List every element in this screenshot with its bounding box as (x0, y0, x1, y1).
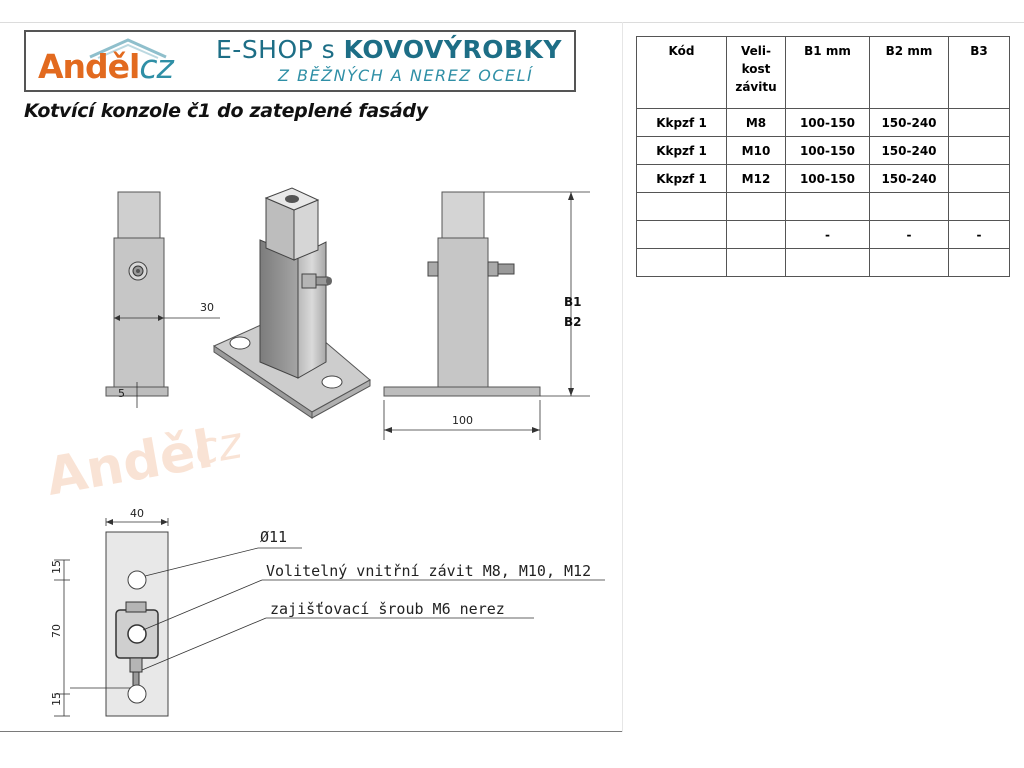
table-row: Kkpzf 1 M8 100-150 150-240 (636, 108, 1010, 137)
cell-kod: Kkpzf 1 (636, 136, 727, 165)
plate-width-label: 40 (130, 507, 144, 520)
cell-b2: - (869, 220, 949, 249)
cell-velikost (726, 220, 786, 249)
cell-b1 (785, 248, 870, 277)
cell-b3 (948, 248, 1010, 277)
cell-kod (636, 248, 727, 277)
banner-subtitle: Z BĚŽNÝCH A NEREZ OCELÍ (278, 66, 534, 85)
cell-b1: 100-150 (785, 108, 870, 137)
cell-b2 (869, 248, 949, 277)
house-roof-icon (89, 38, 167, 59)
side-view: 30 5 (105, 191, 220, 408)
isometric-view (212, 187, 371, 419)
header-b3: B3 (948, 36, 1010, 109)
header-kod: Kód (636, 36, 727, 109)
cell-b1: 100-150 (785, 164, 870, 193)
thread-note: Volitelný vnitřní závit M8, M10, M12 (266, 562, 591, 580)
right-rule (622, 22, 623, 732)
cell-kod (636, 220, 727, 249)
plan-view: 40 15 70 15 Ø11 Volitelný vnitřní závit … (50, 507, 605, 717)
header-velikost-line: kost (741, 62, 771, 76)
banner-title-bold: KOVOVÝROBKY (343, 35, 562, 64)
cell-kod: Kkpzf 1 (636, 108, 727, 137)
table-row (636, 192, 1010, 221)
logo-wordmark: Andělcz (38, 47, 174, 86)
header-velikost-line: závitu (735, 80, 777, 94)
cell-b2: 150-240 (869, 108, 949, 137)
spacing-mid-label: 70 (50, 624, 63, 638)
cell-b3 (948, 136, 1010, 165)
bottom-rule (0, 731, 622, 732)
cell-b3 (948, 164, 1010, 193)
front-view: B1 B2 100 (383, 191, 590, 440)
header-velikost-line: Veli- (741, 44, 771, 58)
watermark-suffix: cz (190, 417, 246, 476)
hole-diameter-label: Ø11 (260, 528, 287, 546)
cell-kod (636, 192, 727, 221)
spacing-bottom-label: 15 (50, 692, 63, 706)
cell-velikost (726, 192, 786, 221)
cell-b1: - (785, 220, 870, 249)
logo-suffix: cz (139, 47, 173, 86)
banner-title: E-SHOP s KOVOVÝROBKY (216, 36, 562, 64)
technical-drawing: Anděl cz 30 5 (42, 187, 605, 717)
table-row (636, 248, 1010, 277)
watermark: Anděl cz (42, 417, 247, 508)
cell-b2: 150-240 (869, 164, 949, 193)
height-label-b2: B2 (564, 315, 582, 329)
andel-logo[interactable]: Andělcz (30, 35, 200, 89)
side-width-label: 30 (200, 301, 214, 314)
table-row: Kkpzf 1 M10 100-150 150-240 (636, 136, 1010, 165)
cell-b1: 100-150 (785, 136, 870, 165)
table-header-row: Kód Veli- kost závitu B1 mm B2 mm B3 (636, 36, 1010, 109)
header-velikost: Veli- kost závitu (726, 36, 786, 109)
cell-b2: 150-240 (869, 136, 949, 165)
screw-note: zajišťovací šroub M6 nerez (270, 600, 505, 618)
cell-b2 (869, 192, 949, 221)
table-row: - - - (636, 220, 1010, 249)
top-rule (0, 22, 1024, 23)
spec-table: Kód Veli- kost závitu B1 mm B2 mm B3 Kkp… (636, 36, 1010, 277)
cell-velikost: M10 (726, 136, 786, 165)
cell-b1 (785, 192, 870, 221)
cell-velikost: M8 (726, 108, 786, 137)
header-b2: B2 mm (869, 36, 949, 109)
cell-b3 (948, 108, 1010, 137)
height-label-b1: B1 (564, 295, 582, 309)
cell-kod: Kkpzf 1 (636, 164, 727, 193)
product-title: Kotvící konzole č1 do zateplené fasády (24, 100, 428, 122)
cell-velikost (726, 248, 786, 277)
base-length-label: 100 (452, 414, 473, 427)
logo-main: Anděl (38, 47, 140, 86)
banner-title-prefix: E-SHOP s (216, 35, 344, 64)
header-b1: B1 mm (785, 36, 870, 109)
cell-b3: - (948, 220, 1010, 249)
side-thickness-label: 5 (118, 387, 125, 400)
eshop-banner[interactable]: Andělcz E-SHOP s KOVOVÝROBKY Z BĚŽNÝCH A… (24, 30, 576, 92)
table-row: Kkpzf 1 M12 100-150 150-240 (636, 164, 1010, 193)
cell-b3 (948, 192, 1010, 221)
spacing-top-label: 15 (50, 560, 63, 574)
cell-velikost: M12 (726, 164, 786, 193)
